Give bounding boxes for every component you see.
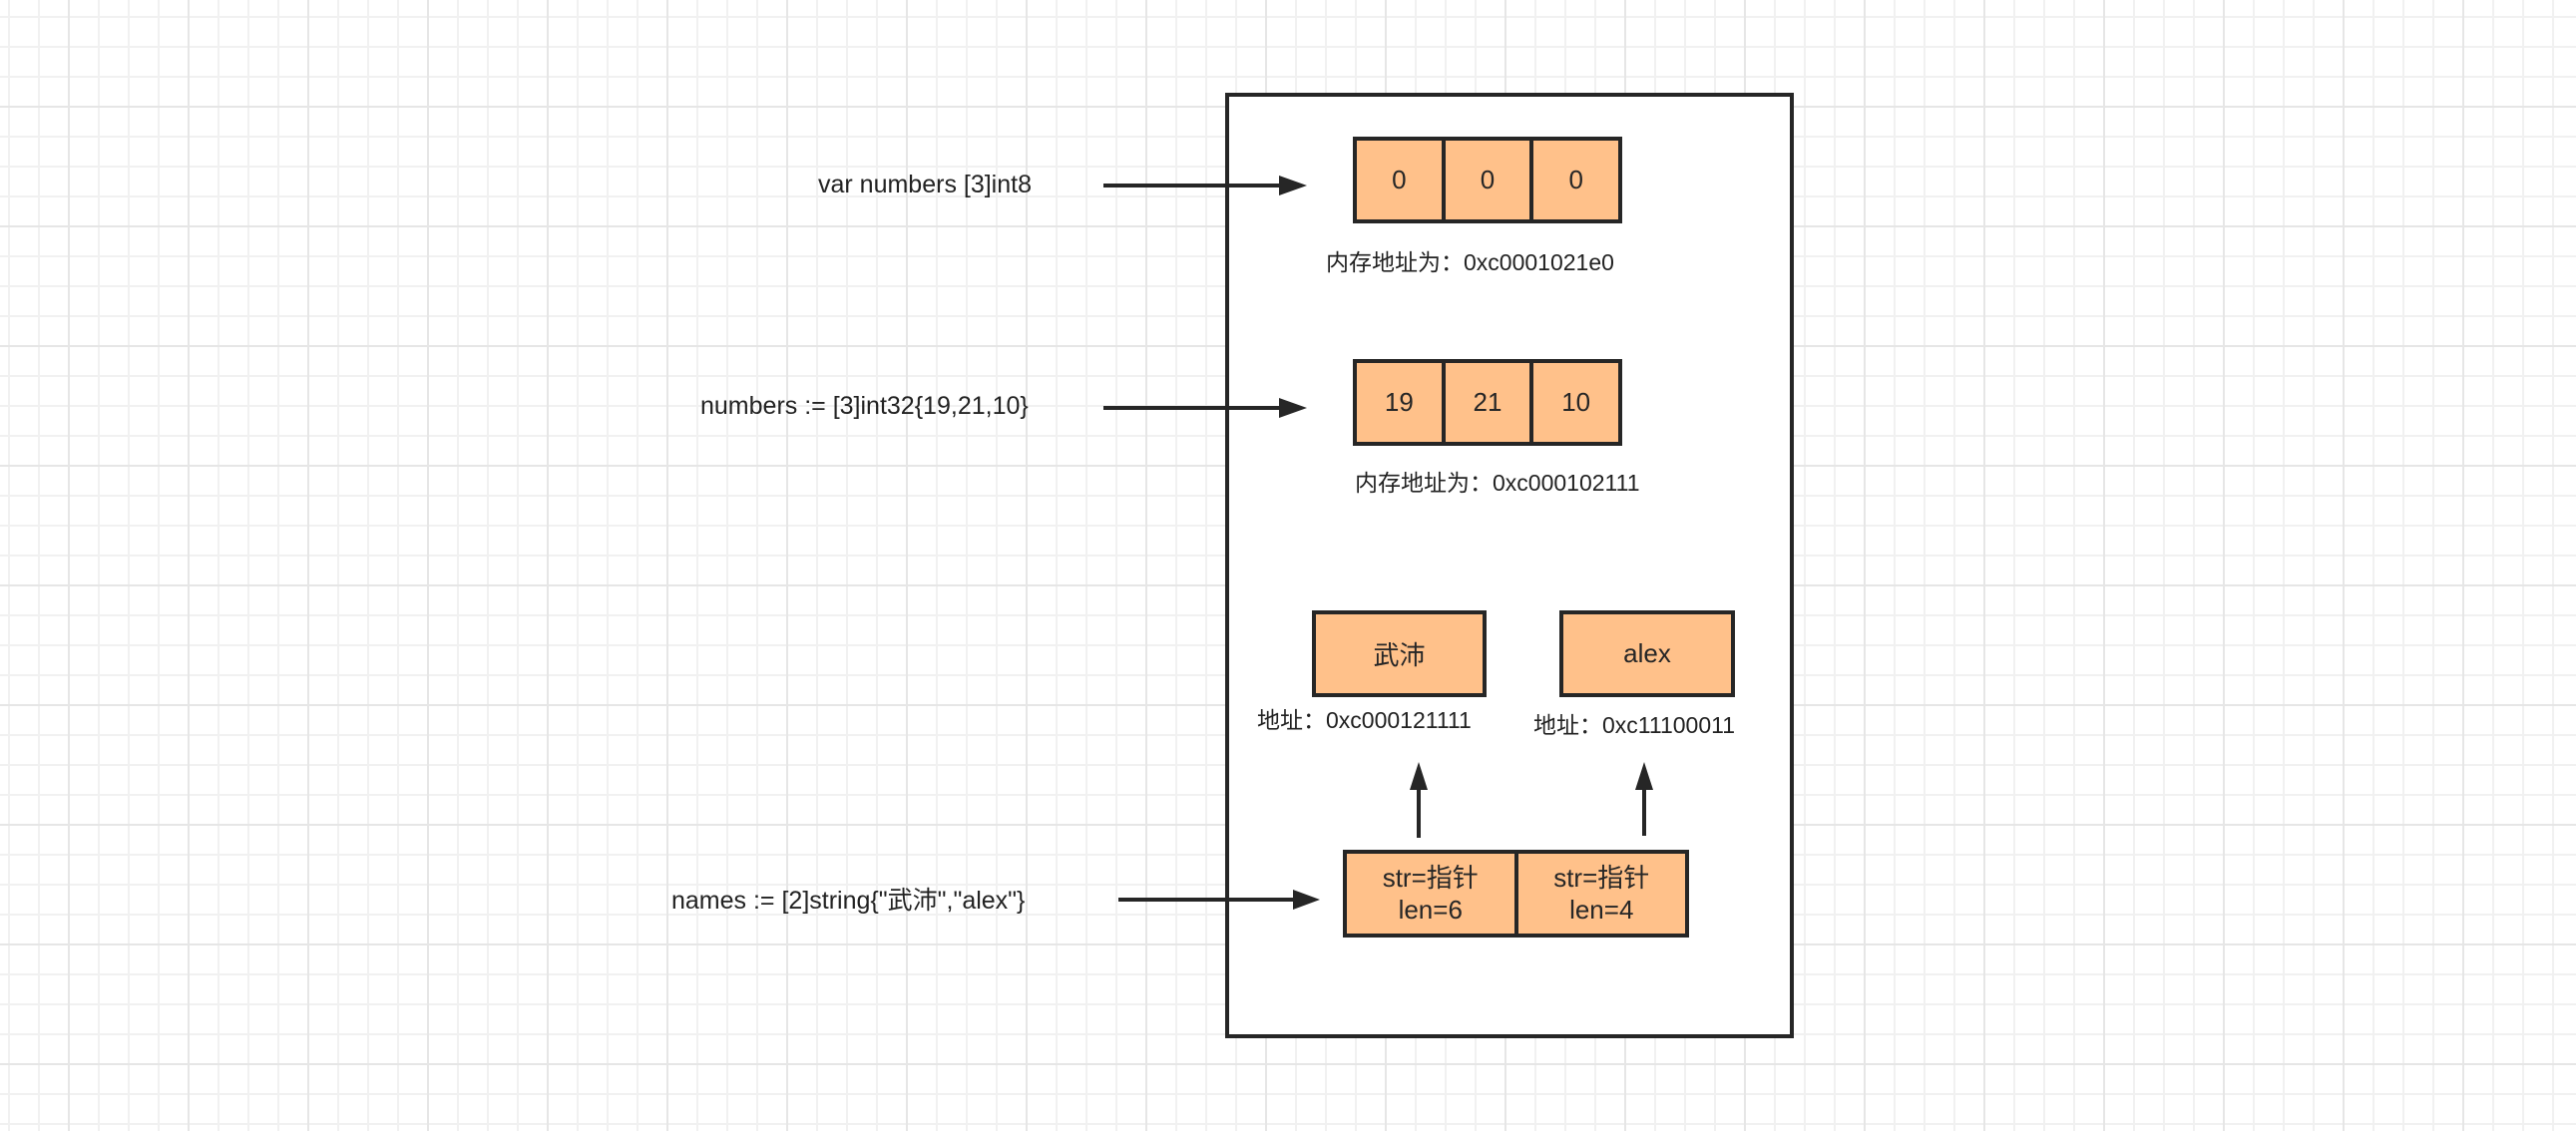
declaration-int32-array: numbers := [3]int32{19,21,10}: [700, 392, 1029, 420]
string-value: 武沛: [1373, 640, 1426, 670]
array-cell: 21: [1441, 363, 1530, 442]
string-value-box: alex: [1559, 610, 1735, 697]
string-value-address: 地址：0xc000121111: [1257, 707, 1472, 733]
string-value-box: 武沛: [1312, 610, 1487, 697]
int32-array-address: 内存地址为：0xc000102111: [1355, 470, 1640, 496]
int8-array-cells: 0 0 0: [1353, 137, 1622, 223]
string-header-cell: str=指针 len=4: [1513, 854, 1686, 934]
string-value: alex: [1623, 638, 1671, 668]
array-cell: 0: [1441, 141, 1530, 219]
array-cell: 0: [1392, 165, 1407, 195]
int32-array-cells: 19 21 10: [1353, 359, 1622, 446]
string-length-field: len=4: [1569, 895, 1634, 925]
string-array-cells: str=指针 len=6 str=指针 len=4: [1343, 850, 1689, 938]
declaration-int8-array: var numbers [3]int8: [818, 171, 1032, 198]
int8-array-address: 内存地址为：0xc0001021e0: [1326, 249, 1614, 275]
declaration-string-array: names := [2]string{"武沛","alex"}: [671, 887, 1026, 915]
array-cell: 10: [1529, 363, 1618, 442]
string-length-field: len=6: [1398, 895, 1463, 925]
string-pointer-field: str=指针: [1382, 862, 1479, 893]
array-cell: 0: [1529, 141, 1618, 219]
string-header-cell: str=指针 len=6: [1347, 854, 1514, 934]
string-value-address: 地址：0xc11100011: [1533, 712, 1736, 738]
array-cell: 19: [1384, 387, 1414, 418]
string-pointer-field: str=指针: [1553, 862, 1650, 893]
